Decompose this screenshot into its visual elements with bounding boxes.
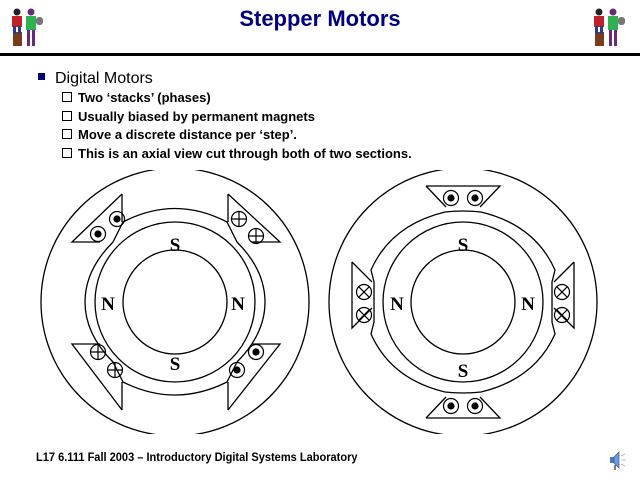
motor-diagram-left: S S N N	[40, 170, 310, 434]
pole-label-right: N	[231, 294, 245, 315]
sub-bullet: Move a discrete distance per ‘step’.	[62, 127, 412, 146]
motor-diagram-right: S S N N	[328, 170, 598, 434]
pole-label-right: N	[521, 294, 535, 315]
pole-label-bottom: S	[458, 361, 469, 382]
bullet-digital-motors: Digital Motors	[38, 70, 153, 88]
stator-inner-boundary	[84, 207, 266, 396]
stator-outer	[328, 170, 598, 434]
slide-title: Stepper Motors	[239, 6, 401, 31]
rotor-inner	[122, 249, 228, 355]
pole-label-left: N	[101, 294, 115, 315]
hollow-square-icon	[62, 129, 72, 139]
sub-bullet-text: Two ‘stacks’ (phases)	[78, 90, 211, 105]
pole-label-top: S	[458, 235, 469, 256]
sub-bullet-text: Move a discrete distance per ‘step’.	[78, 127, 297, 142]
bullet-text: Digital Motors	[55, 70, 153, 87]
hollow-square-icon	[62, 110, 72, 121]
slide-footer: L17 6.111 Fall 2003 – Introductory Digit…	[36, 450, 358, 464]
pole-label-left: N	[390, 294, 404, 315]
hollow-square-icon	[62, 92, 72, 102]
rotor-inner	[410, 249, 516, 355]
sub-bullet: Usually biased by permanent magnets	[62, 109, 412, 128]
sub-bullet: This is an axial view cut through both o…	[62, 146, 412, 165]
pole-label-top: S	[170, 235, 181, 256]
sub-bullet-text: Usually biased by permanent magnets	[78, 108, 315, 124]
sub-bullet-list: Two ‘stacks’ (phases) Usually biased by …	[62, 90, 412, 164]
stator-outer	[40, 170, 310, 434]
bullet-square-icon	[38, 73, 45, 81]
hollow-square-icon	[62, 147, 72, 158]
title-divider	[0, 53, 640, 56]
rotor-outer	[382, 221, 544, 383]
stator-inner-boundary	[370, 210, 556, 394]
engineers-logo-left	[12, 8, 43, 46]
pole-label-bottom: S	[170, 354, 181, 375]
speaker-icon[interactable]	[607, 449, 629, 471]
sub-bullet: Two ‘stacks’ (phases)	[62, 90, 412, 109]
sub-bullet-text: This is an axial view cut through both o…	[78, 145, 412, 161]
rotor-outer	[94, 221, 256, 383]
engineers-logo-right	[594, 8, 625, 46]
